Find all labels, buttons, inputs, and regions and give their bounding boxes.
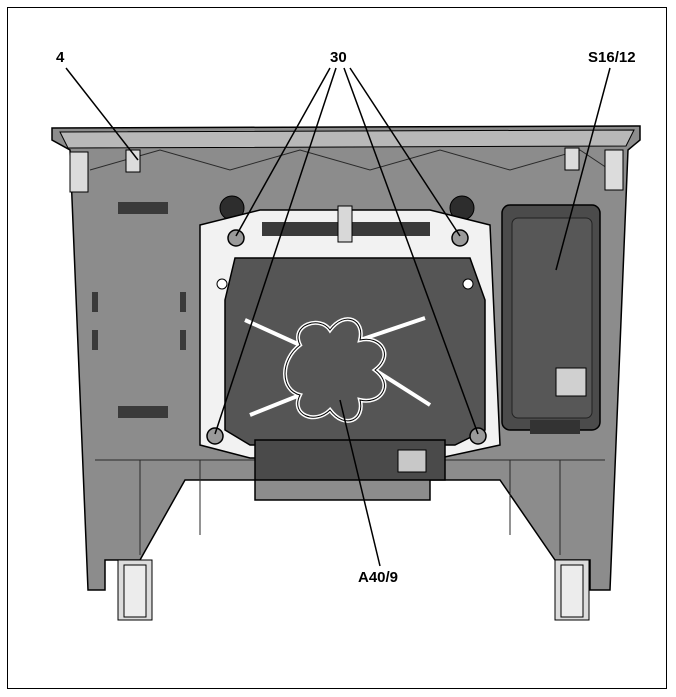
callout-30: 30 — [330, 49, 347, 66]
leader-lines — [65, 67, 611, 567]
callout-s16-12: S16/12 — [588, 49, 636, 66]
screw-fasteners — [206, 229, 487, 445]
callout-a40-9: A40/9 — [358, 569, 399, 586]
screw-bottom-right — [469, 427, 487, 445]
screw-top-left — [227, 229, 245, 247]
control-module-a40-9 — [224, 257, 486, 481]
switch-s16-12 — [501, 204, 601, 434]
callout-4: 4 — [56, 49, 65, 66]
screw-bottom-left — [206, 427, 224, 445]
screw-top-right — [451, 229, 469, 247]
